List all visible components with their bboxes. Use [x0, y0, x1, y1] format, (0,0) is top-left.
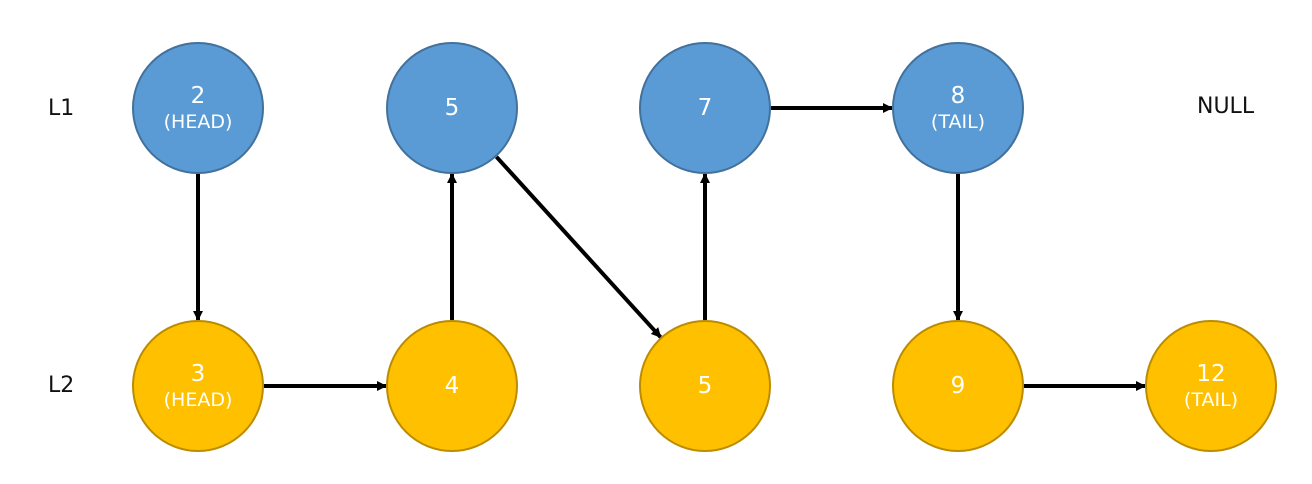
list-label-l2: L2: [48, 373, 75, 398]
node-tag: (HEAD): [163, 111, 233, 133]
l1-node: 7: [639, 42, 771, 174]
node-value: 4: [444, 373, 460, 399]
node-value: 5: [697, 373, 713, 399]
l2-node-tail: 12 (TAIL): [1145, 320, 1277, 452]
node-value: 3: [190, 361, 206, 387]
node-value: 9: [950, 373, 966, 399]
node-value: 12: [1196, 361, 1226, 387]
l2-node-head: 3 (HEAD): [132, 320, 264, 452]
arrow-l1-1-to-l2-2: [494, 155, 663, 339]
node-tag: (TAIL): [1183, 389, 1239, 411]
null-label: NULL: [1197, 94, 1255, 119]
l2-node: 9: [892, 320, 1024, 452]
node-value: 5: [444, 95, 460, 121]
l2-node: 5: [639, 320, 771, 452]
node-tag: (TAIL): [930, 111, 986, 133]
node-value: 7: [697, 95, 713, 121]
node-value: 2: [190, 83, 206, 109]
node-value: 8: [950, 83, 966, 109]
list-label-l1: L1: [48, 96, 75, 121]
l1-node: 5: [386, 42, 518, 174]
l1-node-tail: 8 (TAIL): [892, 42, 1024, 174]
l2-node: 4: [386, 320, 518, 452]
l1-node-head: 2 (HEAD): [132, 42, 264, 174]
node-tag: (HEAD): [163, 389, 233, 411]
